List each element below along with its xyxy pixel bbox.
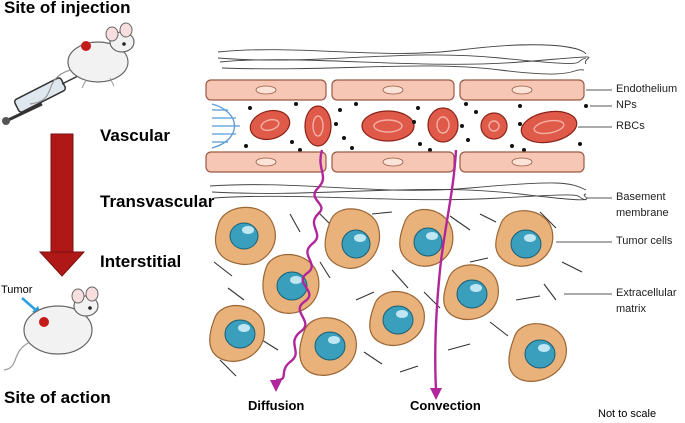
nanoparticles [244, 102, 588, 152]
tumor-cell [214, 206, 276, 266]
ecm-label-line2: matrix [616, 303, 646, 315]
tumor-cell [443, 264, 499, 320]
basement-membrane [209, 182, 588, 201]
mouse-top-icon [29, 22, 135, 105]
diffusion-label: Diffusion [248, 398, 305, 413]
rbcs [249, 105, 578, 147]
rbc-centers [260, 115, 565, 137]
endothelium-bottom [205, 151, 585, 173]
nps-label: NPs [616, 99, 637, 111]
diffusion-path [270, 149, 325, 392]
not-to-scale-note: Not to scale [598, 408, 657, 420]
extracellular-matrix [213, 211, 583, 377]
convection-label: Convection [410, 398, 481, 413]
tumor-cell [299, 317, 357, 376]
blood-flow-icon [211, 103, 240, 149]
tumor-cells-label: Tumor cells [616, 235, 673, 247]
progression-arrow-icon [38, 133, 86, 277]
endothelium-top [205, 79, 585, 101]
convection-path [430, 149, 458, 400]
tumor-cell [209, 305, 265, 362]
endothelium-label: Endothelium [616, 83, 678, 95]
site-of-action-label: Site of action [4, 388, 111, 407]
tumor-cell [399, 209, 454, 267]
tumor-cell [495, 210, 554, 267]
tumor-label: Tumor [1, 284, 33, 296]
vascular-label: Vascular [100, 126, 170, 145]
syringe-icon [2, 73, 83, 125]
site-of-injection-label: Site of injection [4, 0, 131, 17]
tumor-cell [508, 323, 567, 382]
label-leaders [556, 89, 612, 295]
interstitial-label: Interstitial [100, 252, 182, 271]
basement-label-line2: membrane [616, 207, 669, 219]
top-fibers [217, 44, 590, 75]
ecm-label-line1: Extracellular [616, 287, 677, 299]
tumor-cell [262, 254, 320, 314]
tumor-cell [369, 291, 425, 346]
rbcs-label: RBCs [616, 120, 645, 132]
basement-label-line1: Basement [616, 191, 666, 203]
mouse-bottom-icon [3, 286, 99, 371]
transvascular-label: Transvascular [100, 192, 215, 211]
tumor-cell [324, 208, 381, 269]
tumor-cells [209, 206, 567, 382]
